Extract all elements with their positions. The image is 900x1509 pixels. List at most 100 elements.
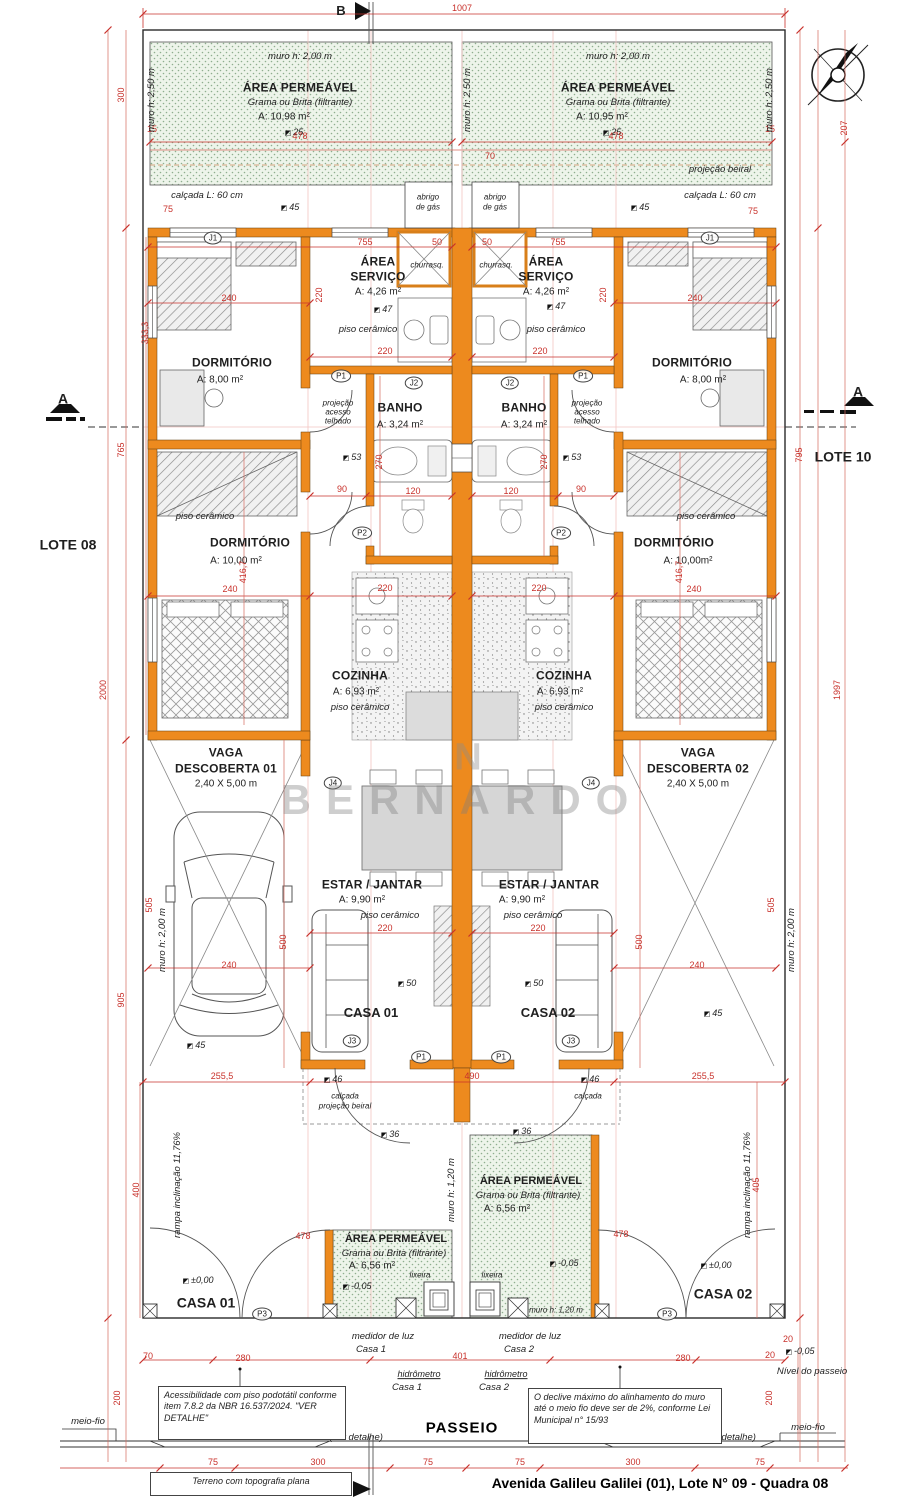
room-dorm1a-title: DORMITÓRIO: [192, 355, 272, 370]
wall-note: muro h: 2,50 m: [763, 68, 775, 132]
level-mark: 45: [281, 202, 299, 213]
room-cozinha2-title: COZINHA: [535, 668, 593, 683]
level-mark: 46: [581, 1074, 599, 1085]
door-tag: P3: [252, 1307, 272, 1321]
room-permeavel-top2-title: ÁREA PERMEÁVEL: [560, 80, 676, 95]
dim: 220: [531, 583, 547, 594]
room-banho1-title: BANHO: [377, 400, 423, 415]
gas-shelter: abrigo: [416, 192, 440, 202]
dim: 500: [278, 934, 289, 950]
gas-shelter: de gás: [482, 202, 508, 212]
dim: 478: [608, 131, 624, 142]
room-servico2-title: ÁREA: [528, 254, 564, 269]
dim: 50: [481, 237, 493, 248]
wall-note: muro h: 2,50 m: [145, 68, 157, 132]
window-tag: J4: [323, 776, 343, 790]
dim: 500: [634, 934, 645, 950]
dim: 75: [162, 204, 174, 215]
dim: 490: [464, 1071, 480, 1082]
dim: 75: [514, 1457, 526, 1468]
dim: 20: [764, 1350, 776, 1361]
hydrometer-label: Casa 1: [391, 1381, 423, 1393]
dim: 200: [764, 1390, 775, 1406]
room-permeavel-bot1-sub: Grama ou Brita (filtrante): [341, 1247, 447, 1259]
dim: 300: [310, 1457, 326, 1468]
room-banho2-area: A: 3,24 m²: [500, 419, 548, 431]
dim: 220: [377, 346, 393, 357]
room-servico1-title: ÁREA: [360, 254, 396, 269]
room-dorm2b-area: A: 10,00m²: [663, 555, 713, 567]
dim: 505: [766, 897, 777, 913]
dim: 2000: [98, 679, 109, 701]
room-vaga1-title: VAGA: [208, 745, 244, 760]
door-tag: P3: [657, 1307, 677, 1321]
room-vaga2-title: VAGA: [680, 745, 716, 760]
room-servico2-area: A: 4,26 m²: [522, 286, 570, 298]
window-tag: J3: [342, 1034, 362, 1048]
grill-label: churrasq.: [479, 260, 513, 270]
dim: 75: [754, 1457, 766, 1468]
dim: 220: [377, 583, 393, 594]
room-vaga1-size: 2,40 X 5,00 m: [194, 778, 258, 790]
dim: 240: [222, 584, 238, 595]
dim: 240: [689, 960, 705, 971]
house1-label: CASA 01: [343, 1004, 399, 1020]
terrain-note: Terreno com topografia plana: [150, 1472, 352, 1496]
level-mark: 45: [187, 1040, 205, 1051]
dim: 755: [357, 237, 373, 248]
sidewalk-note: calçada L: 60 cm: [171, 189, 243, 201]
room-permeavel-bot2-sub: Grama ou Brita (filtrante): [475, 1189, 581, 1201]
room-vaga2-title2: DESCOBERTA 02: [647, 761, 749, 776]
dim: 120: [405, 486, 421, 497]
ramp-note: rampa inclinação 11,76%: [171, 1132, 183, 1238]
level-mark: 36: [513, 1126, 531, 1137]
accessibility-note: Acessibilidade com piso podotátil confor…: [158, 1386, 346, 1440]
yard-note: projeção beiral: [318, 1101, 372, 1111]
level-mark: -0,05: [549, 1258, 579, 1269]
dim: 478: [292, 131, 308, 142]
window-tag: J1: [700, 231, 720, 245]
level-mark: 25: [285, 127, 303, 138]
hydrometer-label: hidrômetro: [484, 1369, 528, 1380]
watermark: BERNARDO: [280, 776, 644, 823]
room-dorm1a-area: A: 8,00 m²: [196, 374, 244, 386]
room-servico1-title2: SERVIÇO: [350, 269, 406, 284]
window-tag: J3: [561, 1034, 581, 1048]
room-dorm1b-title: DORMITÓRIO: [652, 355, 732, 370]
dim: 505: [144, 897, 155, 913]
dim: 15: [764, 124, 776, 135]
dim: 270: [539, 454, 550, 470]
dim: 300: [625, 1457, 641, 1468]
room-estar2-title: ESTAR / JANTAR: [498, 877, 600, 892]
dim: 90: [336, 484, 348, 495]
room-servico2-floor: piso cerâmico: [526, 323, 586, 335]
level-mark: 53: [563, 452, 581, 463]
gas-shelter: abrigo: [483, 192, 507, 202]
dim: 200: [112, 1390, 123, 1406]
dim: 270: [374, 454, 385, 470]
room-vaga1-title2: DESCOBERTA 01: [175, 761, 277, 776]
dim: 75: [422, 1457, 434, 1468]
yard-note: calçada: [574, 1091, 602, 1101]
wall-note: muro h: 1,20 m: [445, 1158, 457, 1222]
room-cozinha1-area: A: 6,93 m²: [332, 686, 380, 698]
room-dorm2a-floor: piso cerâmico: [175, 510, 235, 522]
level-mark: ±0,00: [700, 1260, 731, 1271]
dim: 240: [686, 584, 702, 595]
room-cozinha1-title: COZINHA: [331, 668, 389, 683]
room-permeavel-top1-area: A: 10,98 m²: [258, 111, 310, 123]
room-servico1-floor: piso cerâmico: [338, 323, 398, 335]
room-cozinha2-area: A: 6,93 m²: [536, 686, 584, 698]
sidewalk-note: calçada L: 60 cm: [684, 189, 756, 201]
level-mark: 47: [547, 301, 565, 312]
room-permeavel-top1-sub: Grama ou Brita (filtrante): [247, 96, 353, 108]
dim: 478: [613, 1229, 629, 1240]
lot-left-label: LOTE 08: [39, 536, 97, 553]
meter-label: Casa 2: [503, 1343, 535, 1355]
room-banho1-area: A: 3,24 m²: [376, 419, 424, 431]
hydrometer-label: Casa 2: [478, 1381, 510, 1393]
dim: 416,7: [238, 560, 249, 584]
dim: 755: [550, 237, 566, 248]
section-b-top: B: [336, 2, 346, 18]
section-a-left: A: [57, 390, 69, 407]
